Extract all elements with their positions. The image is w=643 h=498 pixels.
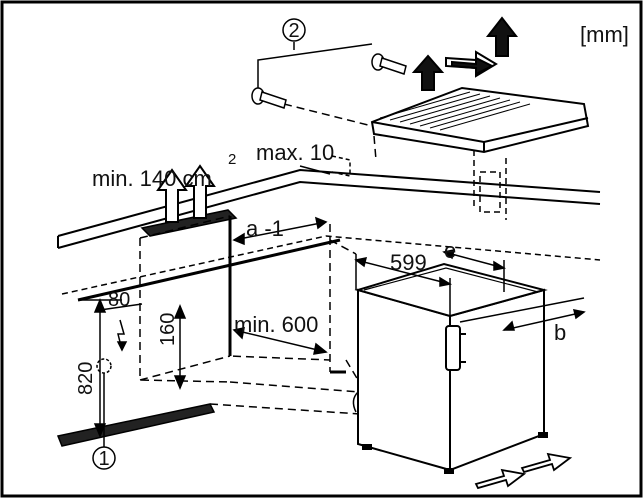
fridge-feet	[362, 432, 548, 474]
niche-back-wall	[228, 216, 346, 374]
fridge-door-bump	[352, 391, 359, 413]
depth-a-dim	[232, 216, 328, 246]
alignment-dashes	[329, 239, 359, 381]
fridge-handle	[445, 325, 466, 371]
callout-socket: 1	[92, 446, 116, 470]
dim-b-label: b	[554, 320, 566, 345]
depth-a-label: a -1	[246, 216, 284, 241]
push-arrows	[474, 452, 573, 490]
gap-max-label: max. 10	[256, 140, 334, 165]
offset-160-dim	[173, 304, 187, 390]
niche-depth-label: min. 600	[234, 312, 318, 337]
unit-label: [mm]	[580, 22, 629, 47]
screw-right	[371, 53, 407, 75]
svg-text:2: 2	[288, 20, 299, 42]
fridge-body	[354, 262, 548, 472]
dim-b	[459, 297, 586, 331]
callout-screws: 2	[282, 18, 306, 42]
dim-e	[442, 249, 507, 292]
offset-80-label: 80	[108, 289, 130, 311]
offset-80-dim	[99, 303, 143, 311]
floor-strip	[56, 403, 216, 447]
vent-area-label: min. 140 cm	[92, 166, 212, 191]
offset-160-label: 160	[157, 313, 179, 346]
screw-left	[251, 87, 287, 109]
svg-text:1: 1	[98, 448, 109, 470]
niche-depth-dim	[232, 327, 328, 355]
height-label: 820	[75, 362, 97, 395]
top-plate-dashes	[283, 103, 377, 161]
vent-area-superscript: 2	[228, 151, 236, 168]
gap-max-dim	[299, 155, 351, 177]
dim-e-label: e	[444, 238, 456, 263]
removal-arrows	[411, 16, 519, 91]
width-dim	[354, 254, 453, 316]
width-label: 599	[390, 250, 427, 275]
vent-up-arrows	[156, 164, 216, 223]
socket-symbol	[96, 319, 128, 448]
screw-callout-lines	[257, 42, 373, 88]
fridge-top-detail	[363, 267, 539, 293]
top-plate	[370, 86, 590, 154]
top-plate-hinge	[473, 150, 507, 220]
